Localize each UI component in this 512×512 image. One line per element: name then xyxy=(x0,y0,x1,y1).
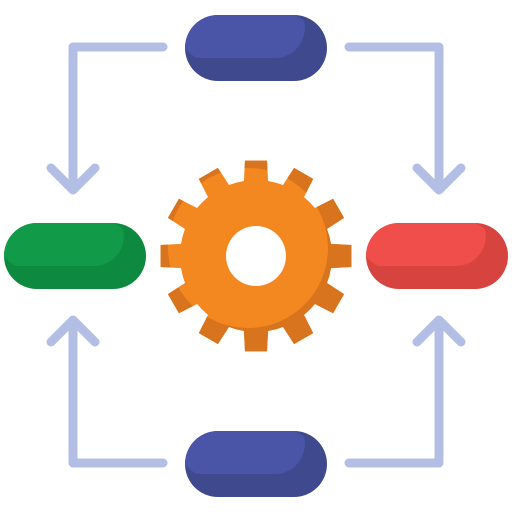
connectors xyxy=(46,42,466,468)
connector-bottom-to-right xyxy=(344,315,466,468)
connector-top-to-right xyxy=(344,42,466,195)
node-bottom xyxy=(185,431,327,497)
connector-bottom-to-left xyxy=(46,315,168,468)
node-right xyxy=(366,223,508,289)
gear-hole xyxy=(226,226,286,286)
connector-top-to-left xyxy=(46,42,168,195)
node-left xyxy=(4,223,146,289)
node-top xyxy=(185,15,327,81)
gear-icon xyxy=(160,160,352,352)
